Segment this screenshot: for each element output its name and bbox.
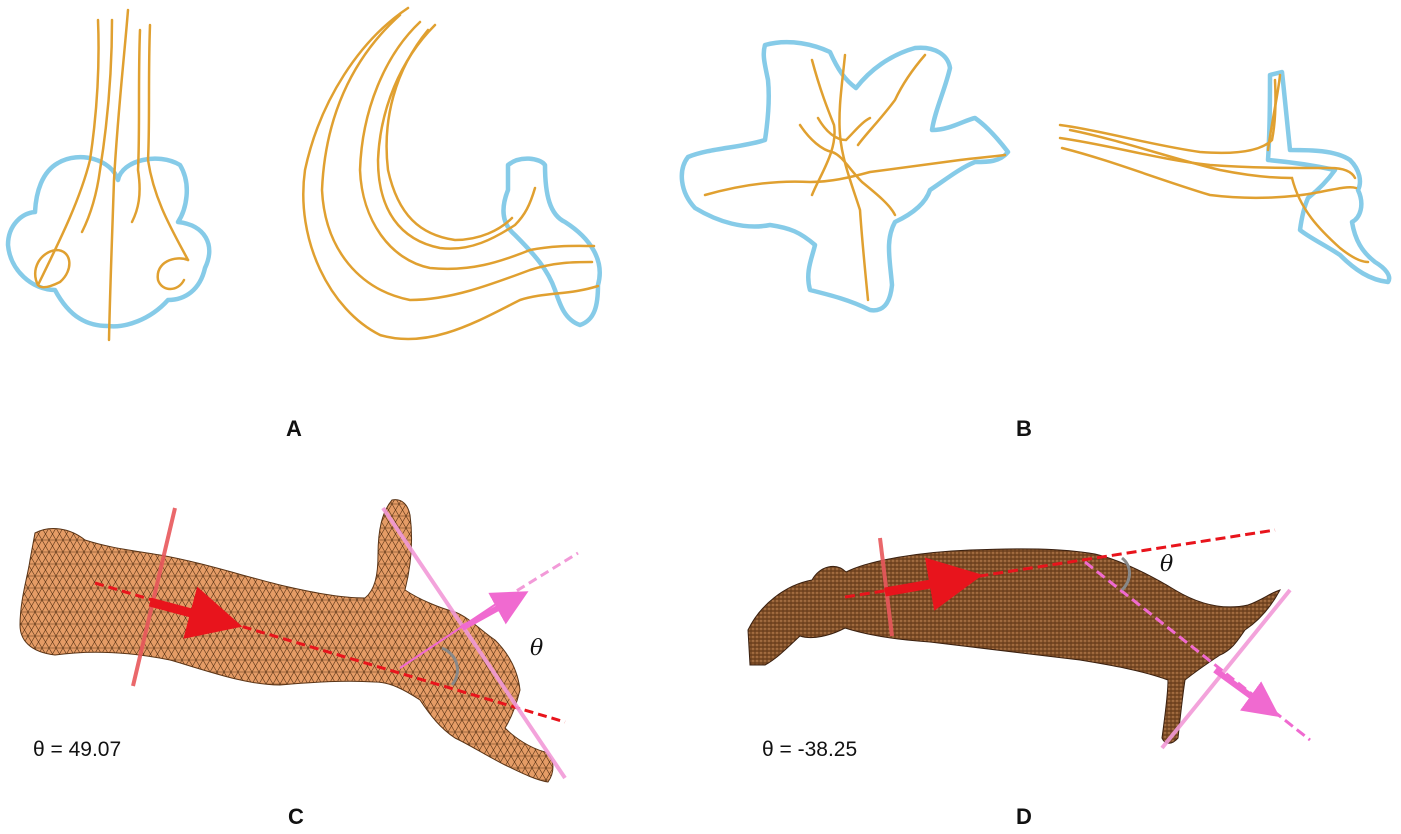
panel-d-label: D [1016,804,1032,829]
panel-a-side-strand-3 [358,20,596,271]
panel-b-side-strand-3 [1060,146,1358,200]
panel-a-side-strand-1 [302,6,600,341]
panel-a-front-right-loop [156,257,190,291]
panel-b-top-strand-4 [703,153,1007,197]
panel-a-label: A [286,416,302,441]
panel-d-red-plane [878,537,894,637]
panel-c-red-axis [94,581,566,724]
panel-c-red-arrow [148,586,243,639]
panel-b-top-strand-1 [810,58,836,197]
panel-b-top-view [679,39,1011,313]
panel-b-label: B [1016,416,1032,441]
panel-a-side-strand-4 [376,23,537,250]
panel-b-side-strand-1 [1058,78,1277,155]
panel-b-side-strand-5 [1266,73,1282,152]
panel-b-top-strand-3 [856,53,927,147]
panel-a-side-outline [501,156,602,328]
panel-a-front-left-strand-2 [80,18,114,234]
panel-a-front-center-strand [107,8,130,342]
panel-c-pink-axis-dashed [504,551,579,600]
panel-c-angle-arc [441,646,459,686]
panel-a-side-strand-2 [320,13,594,302]
panel-d-red-arrow [884,557,983,611]
panel-c-label: C [288,804,304,829]
panel-c-triangulated-mesh [19,499,579,783]
panel-a-front-right-strand [146,23,190,262]
panel-c-pink-arrow [460,591,529,631]
panel-d-pink-plane [1160,588,1292,750]
panel-c-pink-axis-solid [399,597,506,669]
panel-c-red-plane [131,507,177,687]
panel-d-pink-arrow [1213,667,1280,718]
panel-b-side-strand-4 [1068,128,1370,264]
panel-c-theta-symbol: θ [530,636,544,661]
panel-b-top-strand-6 [816,116,872,142]
panel-c-angle-readout: θ = 49.07 [33,738,122,761]
panel-d-angle-arc [1120,556,1131,592]
panel-a-front-view [5,8,212,342]
panel-a-front-right-strand-2 [130,28,142,224]
panel-a-front-left-strand [36,18,100,287]
panel-a-side-strand-5 [385,28,514,242]
panel-d-angle-readout: θ = -38.25 [762,738,858,761]
panel-b-side-strand-2 [1058,136,1357,180]
panel-a-front-left-loop [33,248,71,289]
panel-b-top-strand-5 [798,123,897,217]
panel-d-pink-axis [1084,560,1311,742]
panel-d-bone-mesh [747,548,1281,744]
panel-d-theta-symbol: θ [1160,552,1174,577]
panel-a-side-view [302,6,602,341]
panel-d-red-axis [844,528,1276,599]
panel-b-side-view [1058,69,1392,285]
panel-d-dense-mesh [747,528,1311,750]
panel-c-pink-plane [381,506,567,780]
panel-b-top-outline [679,39,1011,313]
